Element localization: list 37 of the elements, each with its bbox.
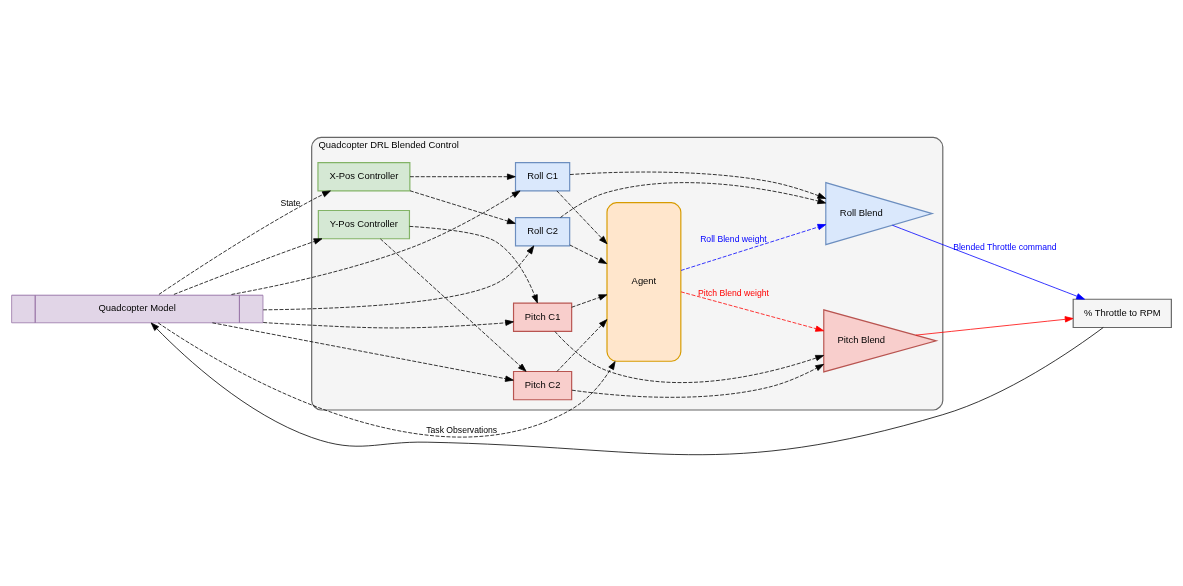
arrow [891, 224, 1085, 300]
node-box: Y-Pos Controller [317, 209, 411, 240]
arrow [556, 319, 608, 372]
arrow [571, 363, 825, 398]
arrow [560, 182, 827, 218]
node-box: % Throttle to RPM [1072, 298, 1172, 329]
node-box: Roll C2 [514, 216, 571, 247]
arrow [680, 291, 825, 332]
edge-label: Roll Blend weight [700, 233, 767, 244]
arrow [915, 316, 1074, 336]
arrow [150, 322, 1104, 456]
arrow [569, 171, 827, 199]
arrow [173, 238, 323, 295]
node-box: Agent [606, 202, 682, 362]
arrow [409, 173, 516, 180]
arrow [571, 294, 608, 308]
arrow [409, 190, 516, 225]
node-box: Roll C1 [514, 161, 571, 192]
arrow [554, 331, 824, 383]
arrow [212, 322, 514, 382]
arrow [380, 238, 527, 372]
edge-label: State [280, 198, 301, 209]
edge-label: Task Observations [426, 425, 498, 436]
node-box: X-Pos Controller [317, 161, 411, 192]
arrow [262, 245, 535, 311]
arrow [680, 223, 827, 271]
arrow [262, 319, 514, 329]
edge-label: Pitch Blend weight [697, 287, 769, 298]
arrow [409, 226, 538, 304]
node-box: Pitch C1 [512, 302, 573, 332]
arrow [157, 322, 616, 438]
arrow [158, 190, 331, 295]
arrow [569, 244, 608, 264]
edge-label: Blended Throttle command [953, 241, 1057, 252]
arrow [556, 190, 608, 245]
arrow [231, 190, 521, 295]
node-box: Pitch C2 [512, 370, 573, 401]
